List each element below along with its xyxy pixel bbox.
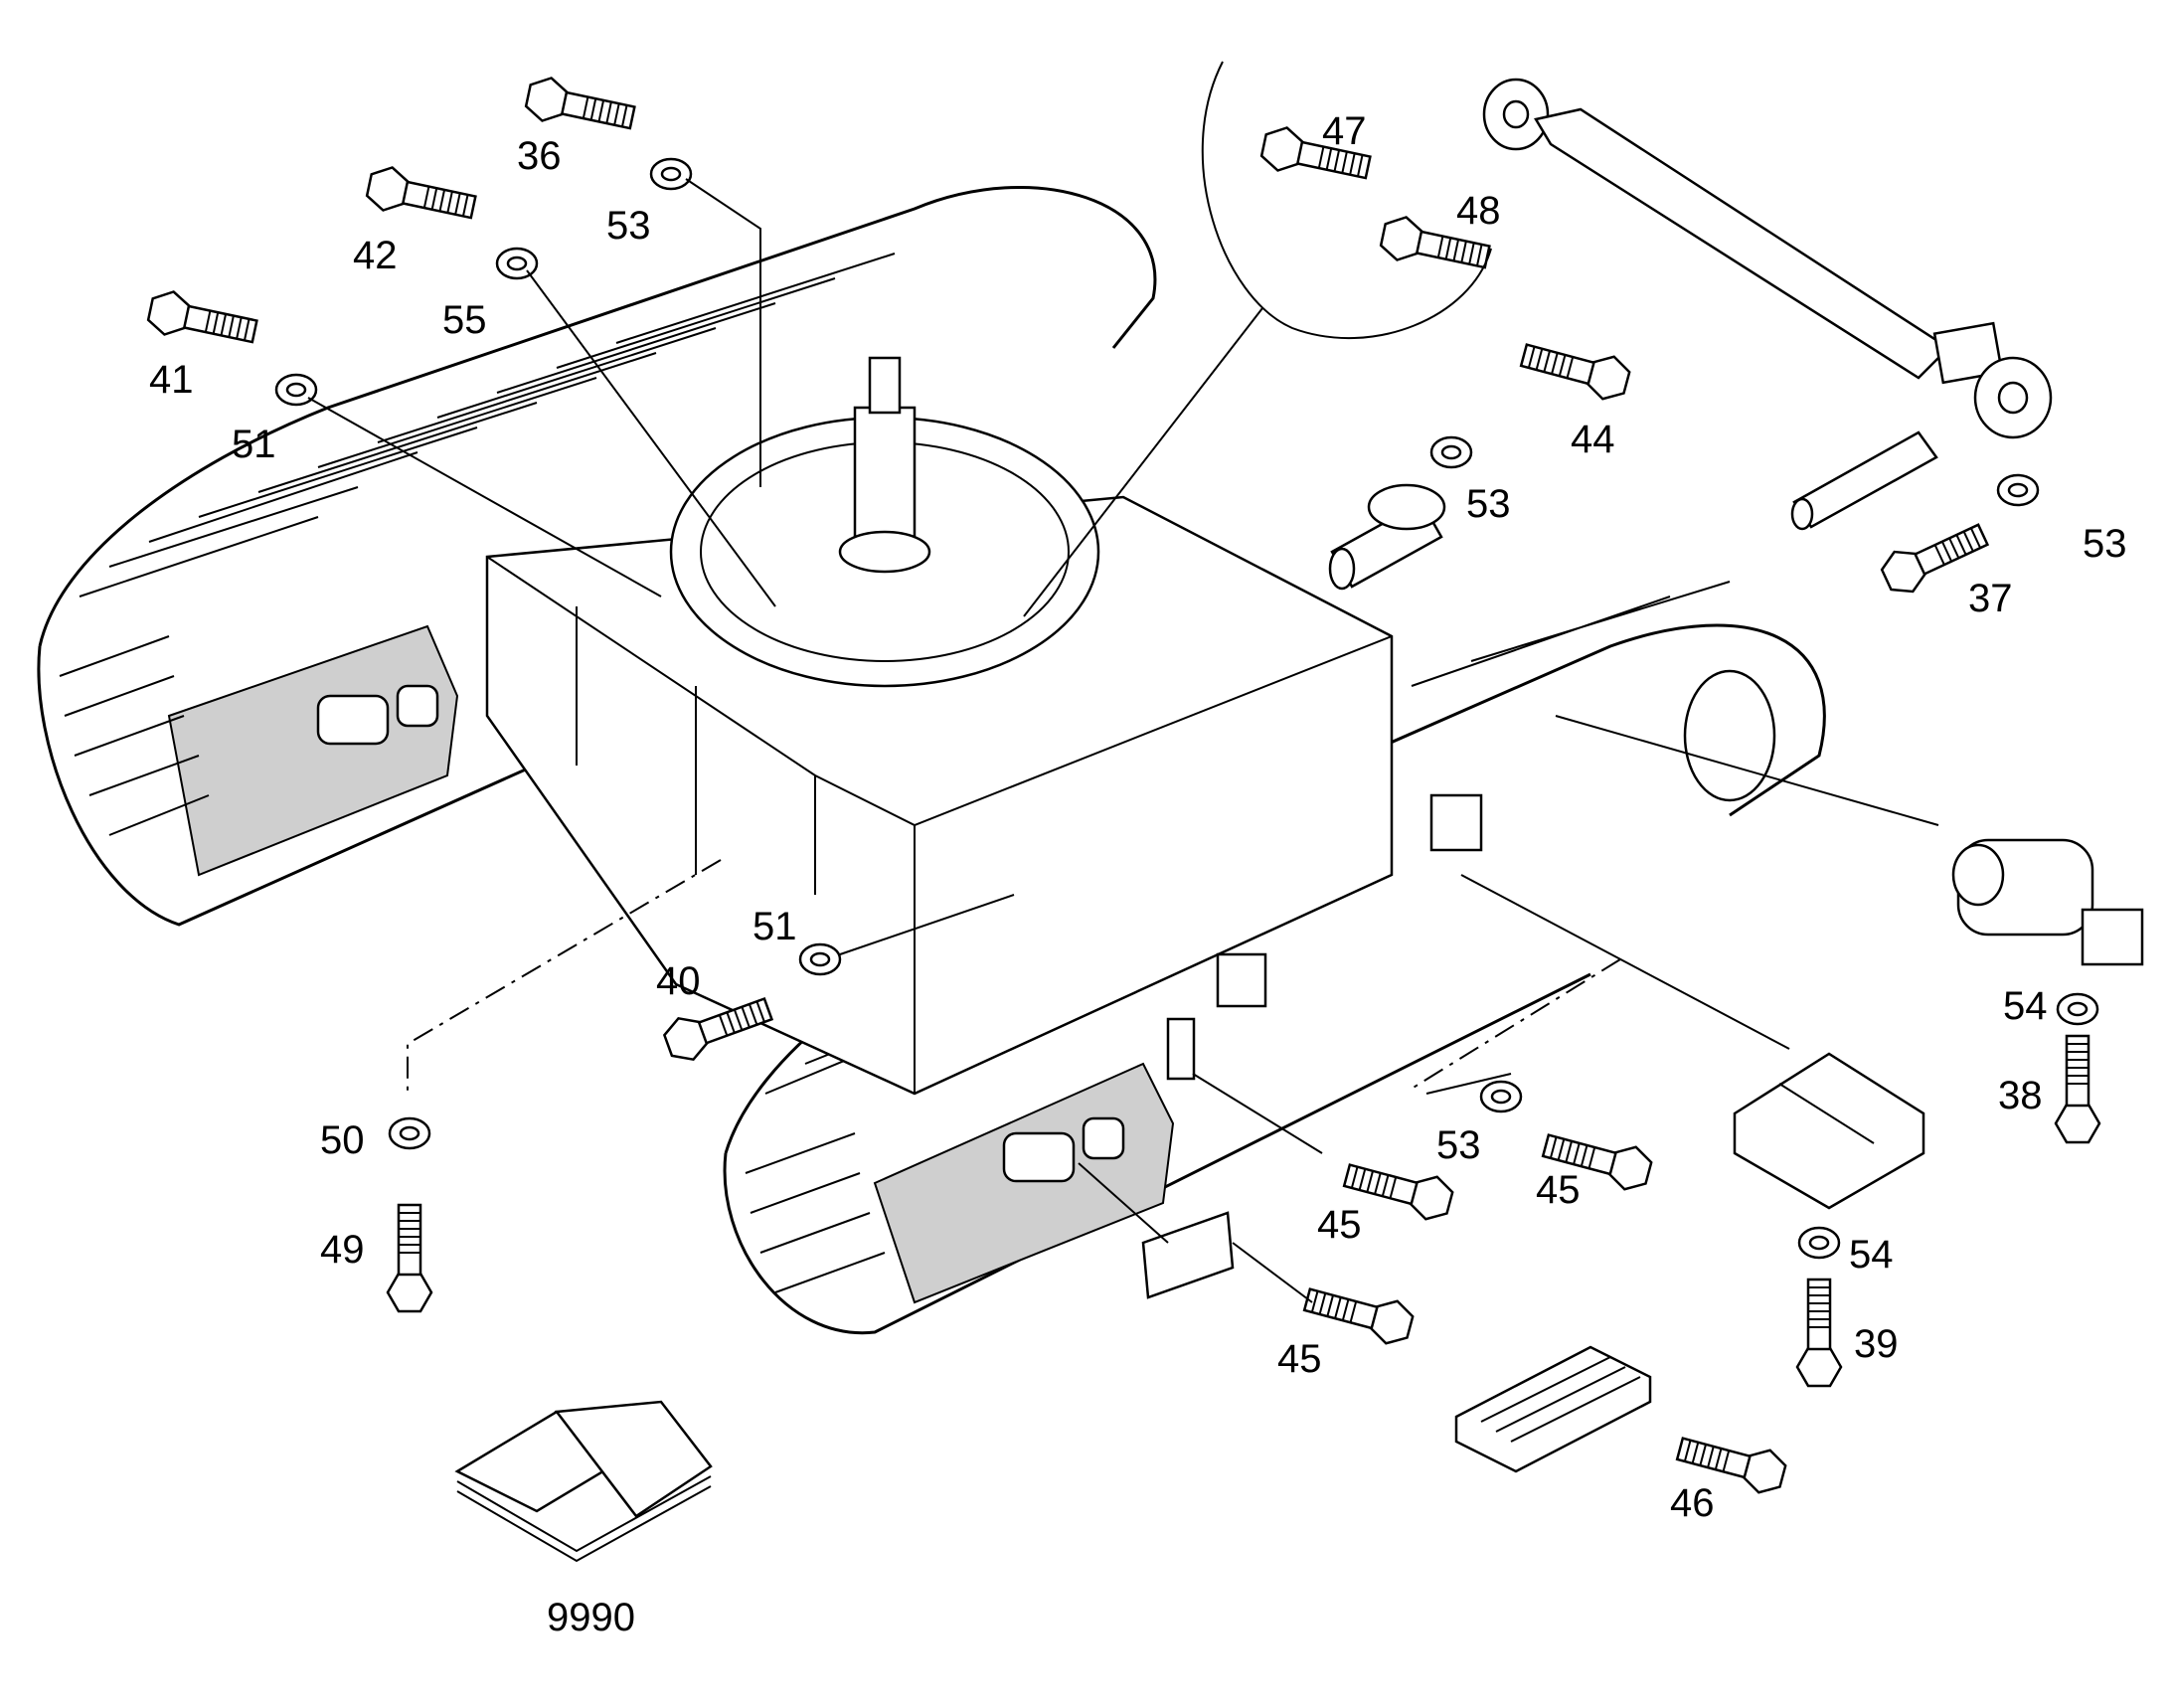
callout-47: 47 xyxy=(1322,109,1367,153)
roller-bracket xyxy=(1733,1052,1925,1210)
callout-48: 48 xyxy=(1456,189,1501,233)
callout-54a: 54 xyxy=(2003,984,2048,1028)
callout-49: 49 xyxy=(320,1228,365,1272)
callout-51a: 51 xyxy=(232,423,276,466)
callout-37: 37 xyxy=(1968,577,2013,620)
callout-41: 41 xyxy=(149,358,194,402)
callout-45b: 45 xyxy=(1536,1168,1581,1212)
rotary-joint xyxy=(853,406,917,539)
callout-50: 50 xyxy=(320,1118,365,1162)
pin xyxy=(1790,430,1938,531)
callout-44: 44 xyxy=(1571,418,1615,461)
callout-55: 55 xyxy=(442,298,487,342)
left-track-shoes xyxy=(59,253,896,836)
leader-lines xyxy=(307,61,1939,1303)
callout-46: 46 xyxy=(1670,1481,1715,1525)
callout-45c: 45 xyxy=(1277,1337,1322,1381)
mounting-pad xyxy=(1216,952,1267,1008)
callout-45a: 45 xyxy=(1317,1203,1362,1247)
callout-36: 36 xyxy=(517,134,562,178)
manual-book-icon xyxy=(454,1400,713,1563)
undercarriage-frame xyxy=(485,495,1483,1096)
cover-grid xyxy=(1454,1345,1652,1473)
callout-53c: 53 xyxy=(2083,522,2127,566)
track-guide-plate xyxy=(1141,1211,1235,1299)
callout-38: 38 xyxy=(1998,1074,2043,1117)
callout-40: 40 xyxy=(656,959,701,1003)
mounting-pad xyxy=(1166,1017,1196,1081)
slewing-ring xyxy=(669,356,1100,688)
callout-53b: 53 xyxy=(1466,482,1511,526)
left-crawler-track xyxy=(37,185,1157,927)
callout-42: 42 xyxy=(353,234,398,277)
callout-labels: 36 53 42 55 41 51 47 48 44 53 53 37 51 40 50 49 54 38 53 45… xyxy=(149,109,2127,1639)
mounting-pad xyxy=(1429,793,1483,852)
callout-53a: 53 xyxy=(606,204,651,248)
drive-sprocket xyxy=(1683,669,1776,802)
callout-51b: 51 xyxy=(752,905,797,948)
callout-53d: 53 xyxy=(1436,1123,1481,1167)
hydraulic-cylinder xyxy=(1482,78,2053,439)
callout-39: 39 xyxy=(1854,1322,1899,1366)
idler-pin xyxy=(1328,483,1446,591)
track-roller xyxy=(1951,838,2144,966)
callout-9990: 9990 xyxy=(547,1596,635,1639)
callout-54b: 54 xyxy=(1849,1233,1894,1277)
